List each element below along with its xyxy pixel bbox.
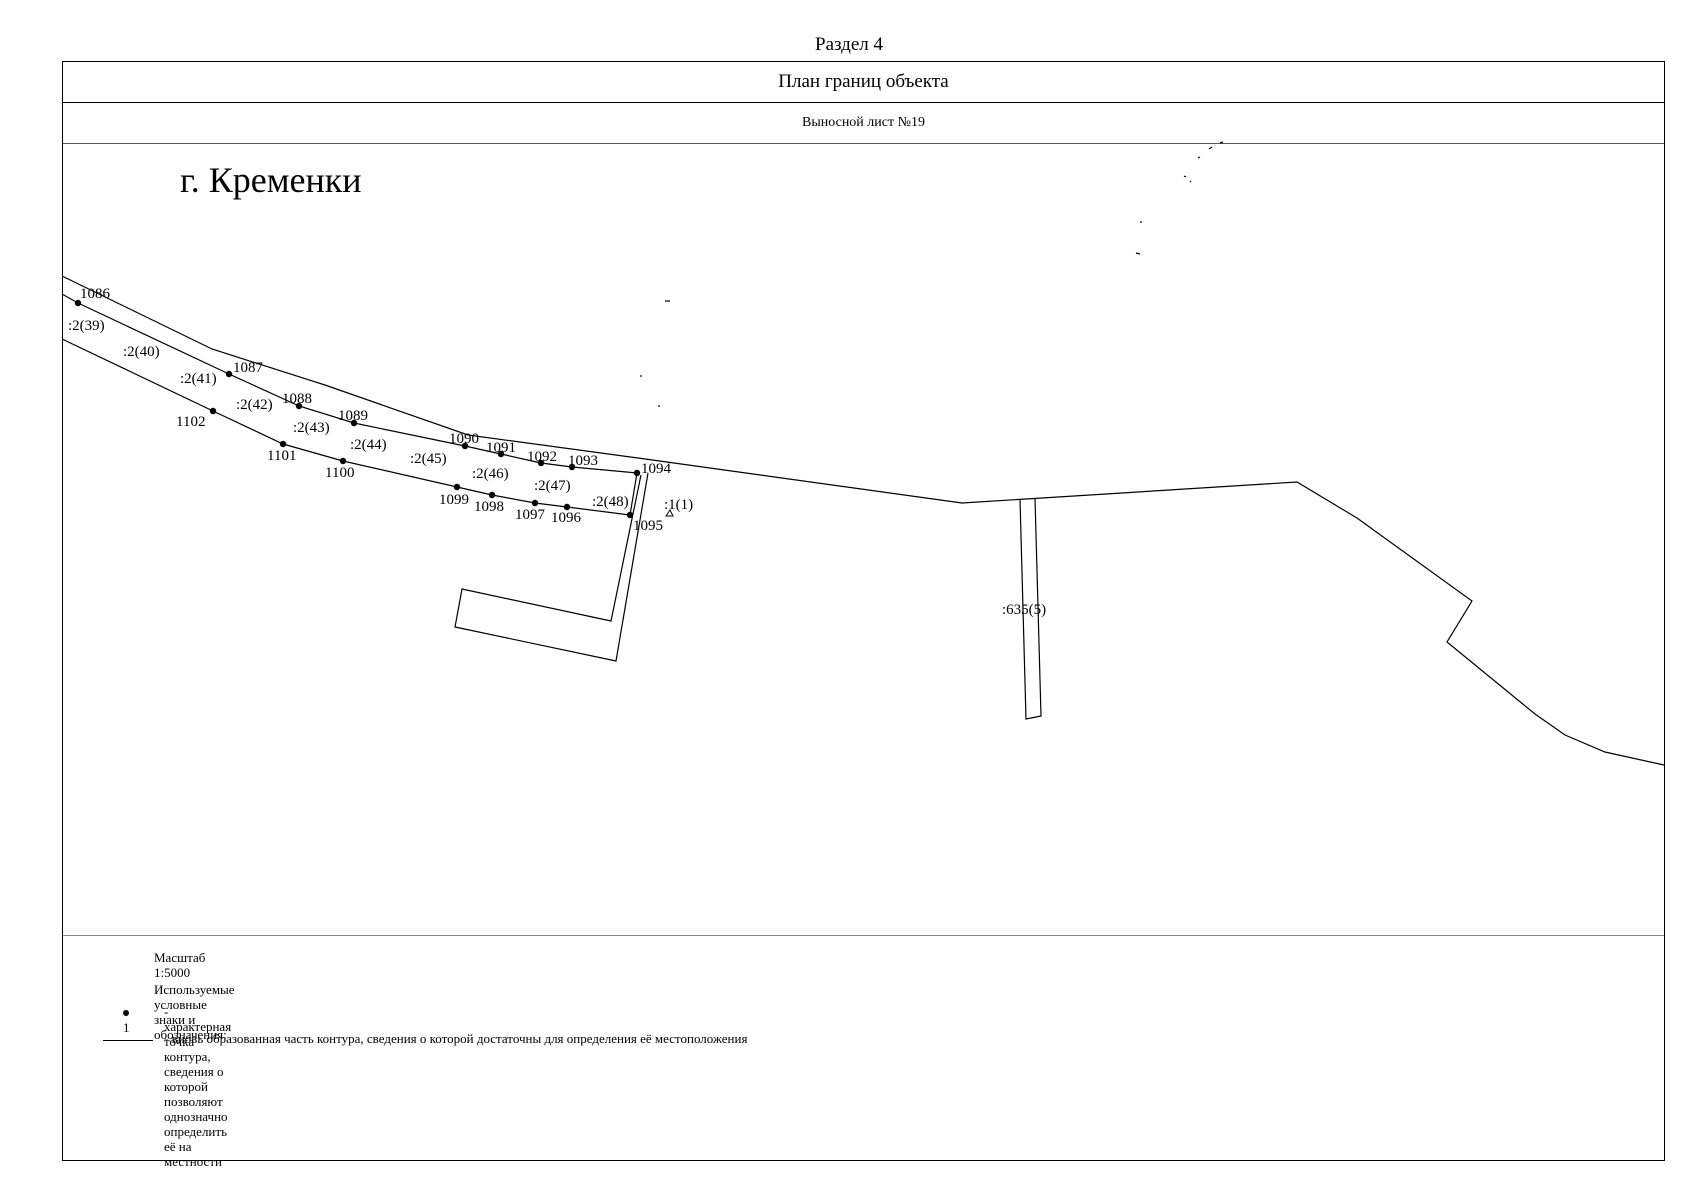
legend-line-text: - вновь образованная часть контура, свед… <box>164 1031 748 1046</box>
point-1097 <box>531 499 539 507</box>
point-label-1100: 1100 <box>325 465 354 481</box>
part-label: :2(44) <box>350 437 387 453</box>
part-label: :2(39) <box>68 318 105 334</box>
legend-divider <box>63 935 1664 936</box>
point-label-1091: 1091 <box>486 440 516 456</box>
part-label: :2(41) <box>180 371 217 387</box>
point-1093 <box>568 463 576 471</box>
legend-line-symbol <box>103 1040 153 1041</box>
point-label-1102: 1102 <box>176 414 205 430</box>
sheet-number: Выносной лист №19 <box>63 103 1664 144</box>
point-label-1097: 1097 <box>515 507 546 523</box>
point-label-1094: 1094 <box>641 461 672 477</box>
legend-point-symbol: 1 <box>123 1004 132 1036</box>
outer-contour-line <box>61 275 1665 766</box>
point-1087 <box>225 370 233 378</box>
part-labels: :2(39) :2(40) :2(41) :2(42) :2(43) :2(44) :2(4… <box>68 318 1046 618</box>
scattered-marks <box>640 141 1224 407</box>
part-label: :2(46) <box>472 466 509 482</box>
point-label-1092: 1092 <box>527 449 557 465</box>
boundary-lines <box>61 275 1665 766</box>
town-label: г. Кременки <box>180 160 361 200</box>
point-label-1099: 1099 <box>439 492 469 508</box>
point-label-1093: 1093 <box>568 453 598 469</box>
part-label: :2(42) <box>236 397 273 413</box>
point-label-1086: 1086 <box>80 286 111 302</box>
point-dot-icon <box>123 1010 129 1017</box>
plan-title: План границ объекта <box>63 62 1664 103</box>
dock-outline <box>454 472 649 662</box>
part-label: :635(5) <box>1002 602 1046 618</box>
point-1090 <box>461 442 469 450</box>
characteristic-points: 1086 1087 1088 1089 1090 1091 1092 1093 1094 1095… <box>74 286 672 534</box>
part-label: :2(43) <box>293 420 330 436</box>
point-1096 <box>563 503 571 511</box>
point-1100 <box>339 457 347 465</box>
point-label-1088: 1088 <box>282 391 312 407</box>
part-label: :1(1) <box>664 497 693 513</box>
legend-point-number: 1 <box>123 1020 130 1035</box>
strip-line-upper <box>61 293 638 474</box>
point-1098 <box>488 491 496 499</box>
strip-end-line <box>629 472 638 516</box>
legend-point-text: - характерная точка контура, сведения о … <box>164 1004 232 1169</box>
point-1089 <box>350 419 358 427</box>
part-label: :2(45) <box>410 451 447 467</box>
scale-text: Масштаб 1:5000 <box>154 950 206 980</box>
point-1095 <box>626 511 634 519</box>
point-label-1087: 1087 <box>233 360 264 376</box>
part-label: :2(40) <box>123 344 160 360</box>
point-label-1090: 1090 <box>449 431 479 447</box>
section-label: Раздел 4 <box>815 34 883 55</box>
sheet-frame: План границ объекта Выносной лист №19 <box>62 61 1665 1161</box>
point-label-1096: 1096 <box>551 510 582 526</box>
point-label-1089: 1089 <box>338 408 368 424</box>
narrow-strip-outline <box>1019 497 1042 720</box>
point-label-1098: 1098 <box>474 499 504 515</box>
legend-heading: Используемые условные знаки и обозначени… <box>154 982 235 1042</box>
point-1102 <box>209 407 217 415</box>
part-label: :2(47) <box>534 478 571 494</box>
point-1101 <box>279 440 287 448</box>
point-1092 <box>537 459 545 467</box>
point-1086 <box>74 299 82 307</box>
point-1099 <box>453 483 461 491</box>
point-1091 <box>497 450 505 458</box>
point-label-1101: 1101 <box>267 448 296 464</box>
part-marker-icon <box>665 509 674 517</box>
part-label: :2(48) <box>592 494 629 510</box>
point-1088 <box>295 402 303 410</box>
point-label-1095: 1095 <box>633 518 663 534</box>
point-1094 <box>633 469 641 477</box>
